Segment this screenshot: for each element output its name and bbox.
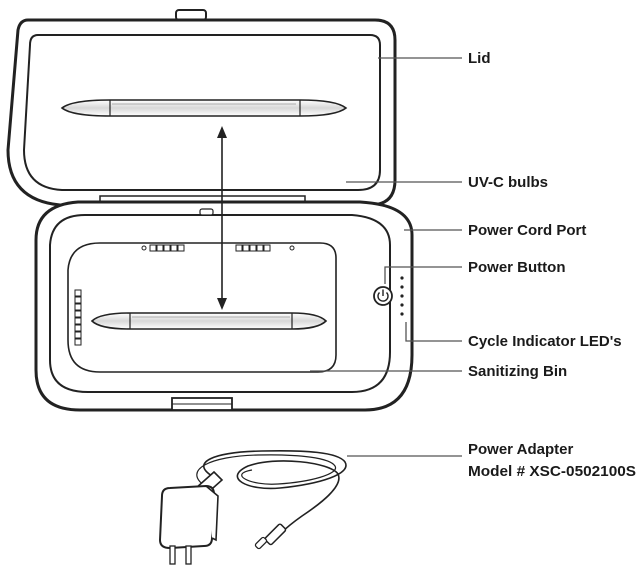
label-power-cord-port: Power Cord Port <box>468 222 586 239</box>
adapter-prong-left <box>169 545 176 565</box>
adapter-prong-right <box>185 545 192 565</box>
leader-cycle-indicator <box>405 322 462 342</box>
label-power-button: Power Button <box>468 259 566 276</box>
cycle-indicator-leds <box>400 276 404 316</box>
double-arrow <box>217 126 227 310</box>
adapter-cord-strand <box>196 454 337 487</box>
leader-lines <box>310 57 462 457</box>
label-uvc-bulbs: UV-C bulbs <box>468 174 548 191</box>
adapter-cord <box>203 449 347 535</box>
reflector-strip-top-right <box>235 244 295 252</box>
callout-labels: Lid UV-C bulbs Power Cord Port Power But… <box>468 50 636 480</box>
label-power-adapter: Power Adapter <box>468 441 573 458</box>
hinge-slot <box>199 208 214 216</box>
reflector-strip-top-left <box>141 244 185 252</box>
sanitizing-bin-floor <box>67 242 337 373</box>
base-uvc-bulb <box>90 312 328 330</box>
usb-c-connector <box>264 523 287 546</box>
usb-c-plug-tip <box>254 536 268 550</box>
label-lid: Lid <box>468 50 491 67</box>
label-cycle-indicator: Cycle Indicator LED's <box>468 333 622 350</box>
lid-bulb-tube <box>60 99 348 117</box>
base <box>34 200 414 412</box>
power-icon <box>377 292 389 302</box>
reflector-strip-left <box>74 289 82 346</box>
power-button[interactable] <box>373 286 393 306</box>
label-model-number: Model # XSC-0502100S <box>468 463 636 480</box>
lid-uvc-bulb <box>60 99 348 117</box>
label-sanitizing-bin: Sanitizing Bin <box>468 363 567 380</box>
adapter-body-side <box>205 485 219 542</box>
base-bulb-tube <box>90 312 328 330</box>
power-adapter <box>158 449 347 565</box>
adapter-body <box>158 484 216 550</box>
leader-power-button <box>384 266 462 284</box>
